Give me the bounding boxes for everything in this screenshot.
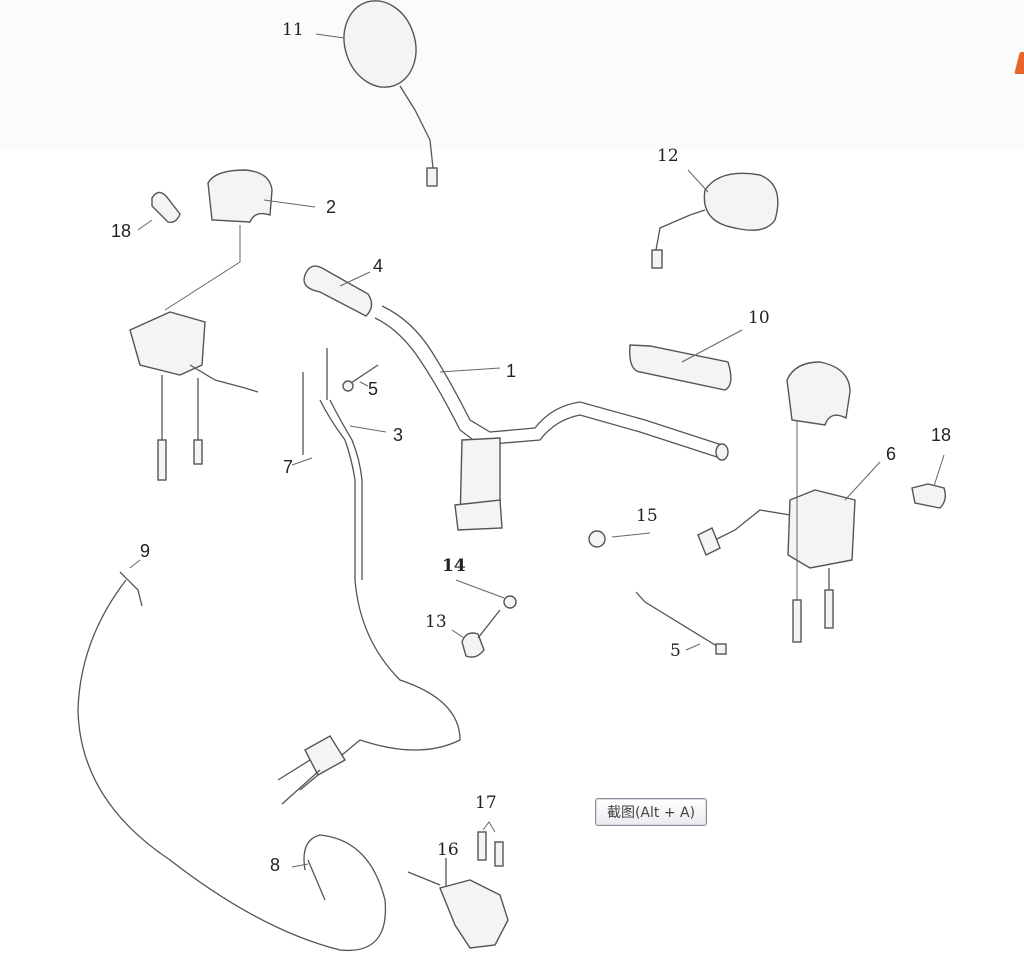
callout-label-18-right: 18 bbox=[931, 425, 952, 445]
switch-housing-drawing bbox=[164, 169, 316, 311]
callout-label-5-upper: 5 bbox=[368, 379, 379, 399]
callout-label-14: 14 bbox=[442, 556, 466, 576]
left-mirror-drawing bbox=[315, 0, 438, 187]
throttle-cable-drawing bbox=[277, 348, 461, 805]
master-cylinder-drawing bbox=[407, 821, 509, 949]
callout-label-8: 8 bbox=[270, 855, 281, 875]
callout-label-6: 6 bbox=[886, 444, 897, 464]
bar-end-left-drawing bbox=[137, 191, 181, 231]
callout-label-3: 3 bbox=[393, 425, 404, 445]
small-fasteners-drawing bbox=[451, 530, 727, 658]
right-mirror-drawing bbox=[651, 169, 779, 269]
callout-label-12: 12 bbox=[657, 146, 679, 166]
brake-cable-drawing bbox=[77, 559, 387, 952]
callout-label-2: 2 bbox=[326, 197, 337, 217]
callout-label-10: 10 bbox=[748, 308, 770, 328]
callout-label-18-left: 18 bbox=[111, 221, 132, 241]
left-grip-drawing bbox=[629, 329, 743, 391]
callout-label-16: 16 bbox=[437, 840, 459, 860]
callout-label-1: 1 bbox=[506, 361, 517, 381]
throttle-grip-drawing bbox=[303, 265, 373, 317]
callout-label-7: 7 bbox=[283, 457, 294, 477]
callout-label-13: 13 bbox=[425, 612, 447, 632]
callout-label-5-lower: 5 bbox=[670, 641, 681, 661]
callout-label-4: 4 bbox=[373, 256, 384, 276]
left-switch-drawing bbox=[129, 311, 259, 481]
right-switch-drawing bbox=[697, 361, 881, 643]
screenshot-shortcut-button[interactable]: 截图(Alt + A) bbox=[595, 798, 707, 826]
callout-label-15: 15 bbox=[636, 506, 658, 526]
background-region bbox=[0, 0, 1024, 150]
callout-label-9: 9 bbox=[140, 541, 151, 561]
callout-label-11: 11 bbox=[282, 20, 304, 40]
bar-end-right-drawing bbox=[911, 454, 947, 509]
handlebar-drawing bbox=[374, 305, 729, 531]
callout-label-17: 17 bbox=[475, 793, 497, 813]
